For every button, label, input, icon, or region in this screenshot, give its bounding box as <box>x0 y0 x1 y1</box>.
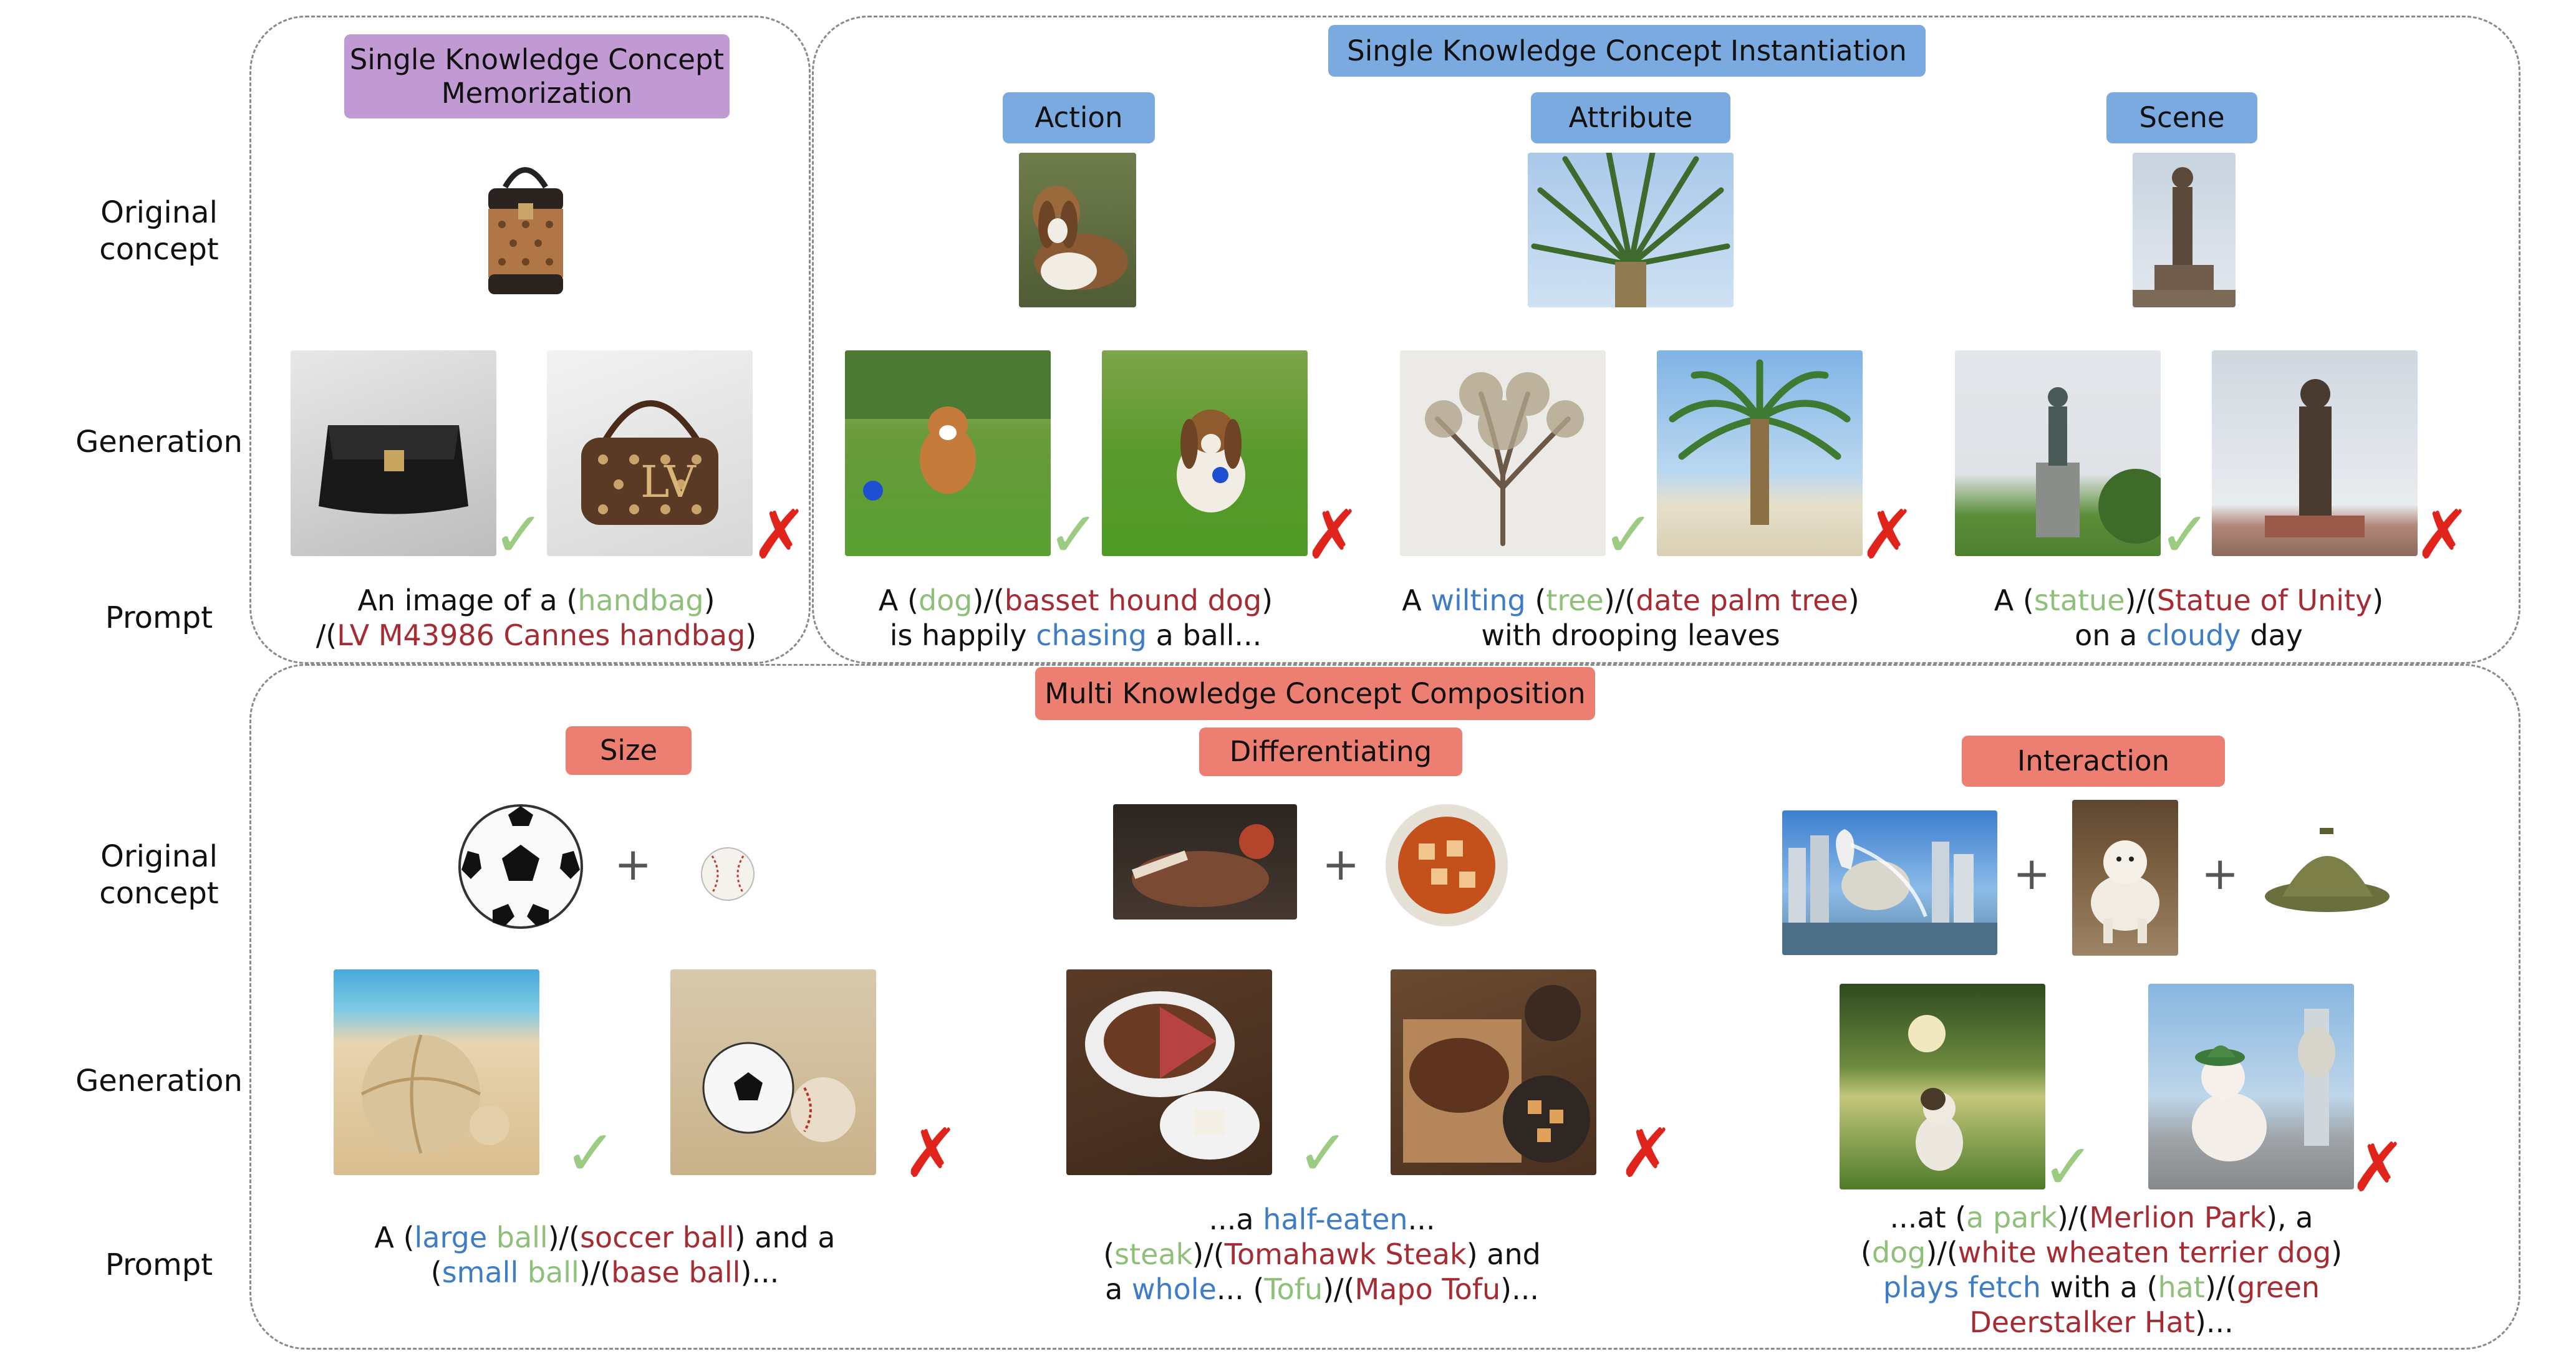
generated-terrier-merlion-park-image <box>2148 984 2354 1189</box>
row-label-generation-bottom: Generation <box>75 1064 243 1098</box>
row-label-prompt-bottom: Prompt <box>105 1247 213 1282</box>
baseball-original-image <box>698 845 758 904</box>
interaction-prompt: ...at (a park)/(Merlion Park), a (dog)/(… <box>1860 1201 2343 1340</box>
cross-mark-icon: ✗ <box>903 1115 960 1193</box>
mapo-tofu-original-image <box>1381 800 1512 931</box>
memorization-title: Single Knowledge Concept Memorization <box>344 34 730 118</box>
basset-hound-original-image <box>1019 153 1136 307</box>
generated-date-palm-tree-image <box>1657 350 1863 556</box>
plus-icon: + <box>2201 847 2239 900</box>
instantiation-section-border <box>812 16 2521 664</box>
svg-text:LV: LV <box>640 456 697 507</box>
generated-half-eaten-steak-image <box>1066 969 1272 1175</box>
lv-cannes-handbag-original-image <box>477 150 574 305</box>
action-prompt: A (dog)/(basset hound dog) is happily ch… <box>878 584 1273 653</box>
instantiation-title: Single Knowledge Concept Instantiation <box>1328 25 1926 77</box>
generated-large-and-small-ball-image <box>334 969 539 1175</box>
generated-black-handbag-image <box>291 350 496 556</box>
row-label-prompt-top: Prompt <box>105 600 213 635</box>
check-mark-icon: ✓ <box>1603 498 1655 571</box>
plus-icon: + <box>2013 847 2051 900</box>
generated-dog-chasing-ball-image <box>845 350 1051 556</box>
composition-title: Multi Knowledge Concept Composition <box>1035 667 1595 720</box>
scene-prompt: A (statue)/(Statue of Unity) on a cloudy… <box>1994 584 2384 653</box>
generated-basset-hound-chasing-ball-image <box>1102 350 1308 556</box>
soccer-ball-original-image <box>455 801 586 932</box>
generated-soccer-ball-and-baseball-image <box>670 969 876 1175</box>
memorization-section-border <box>249 16 811 664</box>
check-mark-icon: ✓ <box>2159 498 2211 571</box>
differentiating-tag: Differentiating <box>1199 728 1462 776</box>
cross-mark-icon: ✗ <box>1860 496 1916 574</box>
differentiating-prompt: ...a half-eaten... (steak)/(Tomahawk Ste… <box>1103 1203 1541 1307</box>
scene-tag: Scene <box>2106 92 2257 143</box>
statue-of-unity-original-image <box>2133 153 2236 307</box>
date-palm-tree-original-image <box>1528 153 1734 307</box>
check-mark-icon: ✓ <box>564 1117 617 1189</box>
plus-icon: + <box>614 838 652 890</box>
memorization-prompt: An image of a (handbag) /(LV M43986 Cann… <box>316 584 757 653</box>
generated-wilting-tree-image <box>1400 350 1606 556</box>
generated-statue-of-unity-image <box>2212 350 2418 556</box>
row-label-original-top: Original concept <box>99 195 219 267</box>
size-tag: Size <box>566 726 692 775</box>
check-mark-icon: ✓ <box>1048 498 1100 571</box>
action-tag: Action <box>1003 92 1155 143</box>
composition-section-border <box>249 664 2521 1350</box>
plus-icon: + <box>1322 838 1360 890</box>
wheaten-terrier-original-image <box>2072 800 2178 956</box>
generated-lv-monogram-handbag-image: LV <box>547 350 753 556</box>
cross-mark-icon: ✗ <box>2350 1129 2406 1207</box>
cross-mark-icon: ✗ <box>1618 1115 1675 1193</box>
generated-dog-in-park-fetch-image <box>1840 984 2045 1189</box>
size-prompt: A (large ball)/(soccer ball) and a (smal… <box>374 1221 836 1290</box>
row-label-generation-top: Generation <box>75 425 243 459</box>
generated-statue-image <box>1955 350 2161 556</box>
merlion-park-original-image <box>1782 810 1997 955</box>
cross-mark-icon: ✗ <box>1305 496 1361 574</box>
cross-mark-icon: ✗ <box>751 496 808 574</box>
deerstalker-hat-original-image <box>2257 822 2398 925</box>
check-mark-icon: ✓ <box>2042 1130 2095 1203</box>
row-label-original-bottom: Original concept <box>99 839 219 911</box>
attribute-tag: Attribute <box>1531 92 1730 143</box>
check-mark-icon: ✓ <box>1297 1117 1349 1189</box>
check-mark-icon: ✓ <box>493 498 545 571</box>
interaction-tag: Interaction <box>1962 736 2225 787</box>
attribute-prompt: A wilting (tree)/(date palm tree) with d… <box>1402 584 1860 653</box>
cross-mark-icon: ✗ <box>2414 496 2471 574</box>
generated-tomahawk-steak-and-mapo-tofu-image <box>1391 969 1596 1175</box>
tomahawk-steak-original-image <box>1113 804 1297 920</box>
